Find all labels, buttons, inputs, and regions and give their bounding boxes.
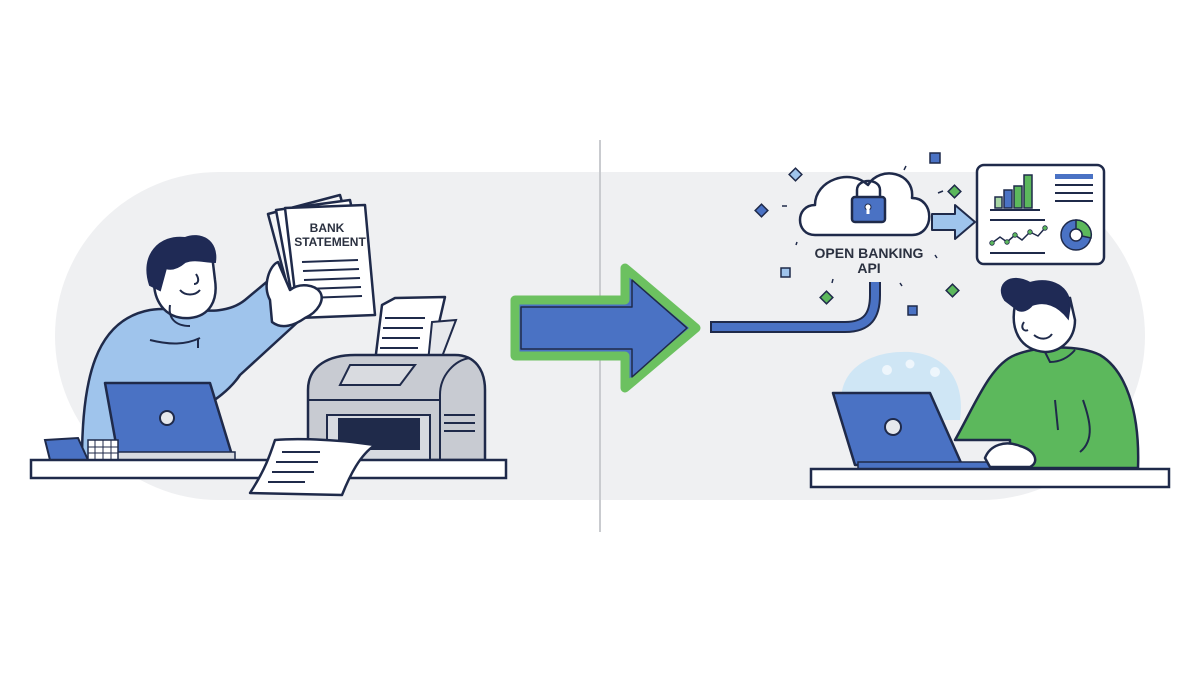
cloud-with-padlock: [798, 172, 931, 237]
left-laptop: [103, 381, 236, 461]
right-scene: OPEN BANKING API: [710, 152, 1171, 489]
document-label-line1: BANK: [310, 221, 345, 235]
cloud-to-dashboard-arrow: [931, 204, 976, 240]
right-laptop: [831, 391, 1024, 470]
document-label-line2: STATEMENT: [294, 235, 366, 249]
donut-chart-icon: [1060, 219, 1093, 251]
desk-phone: [43, 436, 119, 461]
api-label-line1: OPEN BANKING: [815, 245, 924, 261]
right-person-torso: [953, 346, 1140, 470]
right-person-hand: [983, 442, 1037, 469]
line-chart-icon: [991, 227, 1046, 244]
left-person-face: [152, 253, 217, 320]
left-person-hand: [265, 260, 323, 328]
bar-chart-icon: [994, 174, 1033, 209]
padlock-icon: [855, 179, 882, 198]
sparkle-marks: [782, 165, 944, 287]
data-dashboard: [975, 163, 1106, 266]
right-person-hair: [1000, 277, 1072, 321]
api-label-line2: API: [857, 260, 880, 276]
data-particles: [754, 152, 962, 316]
right-desk: [809, 467, 1171, 489]
transition-arrow: [510, 263, 701, 393]
left-scene: BANK STATEMENT: [29, 193, 508, 497]
printer: [306, 295, 487, 462]
left-person-hair: [146, 235, 217, 292]
